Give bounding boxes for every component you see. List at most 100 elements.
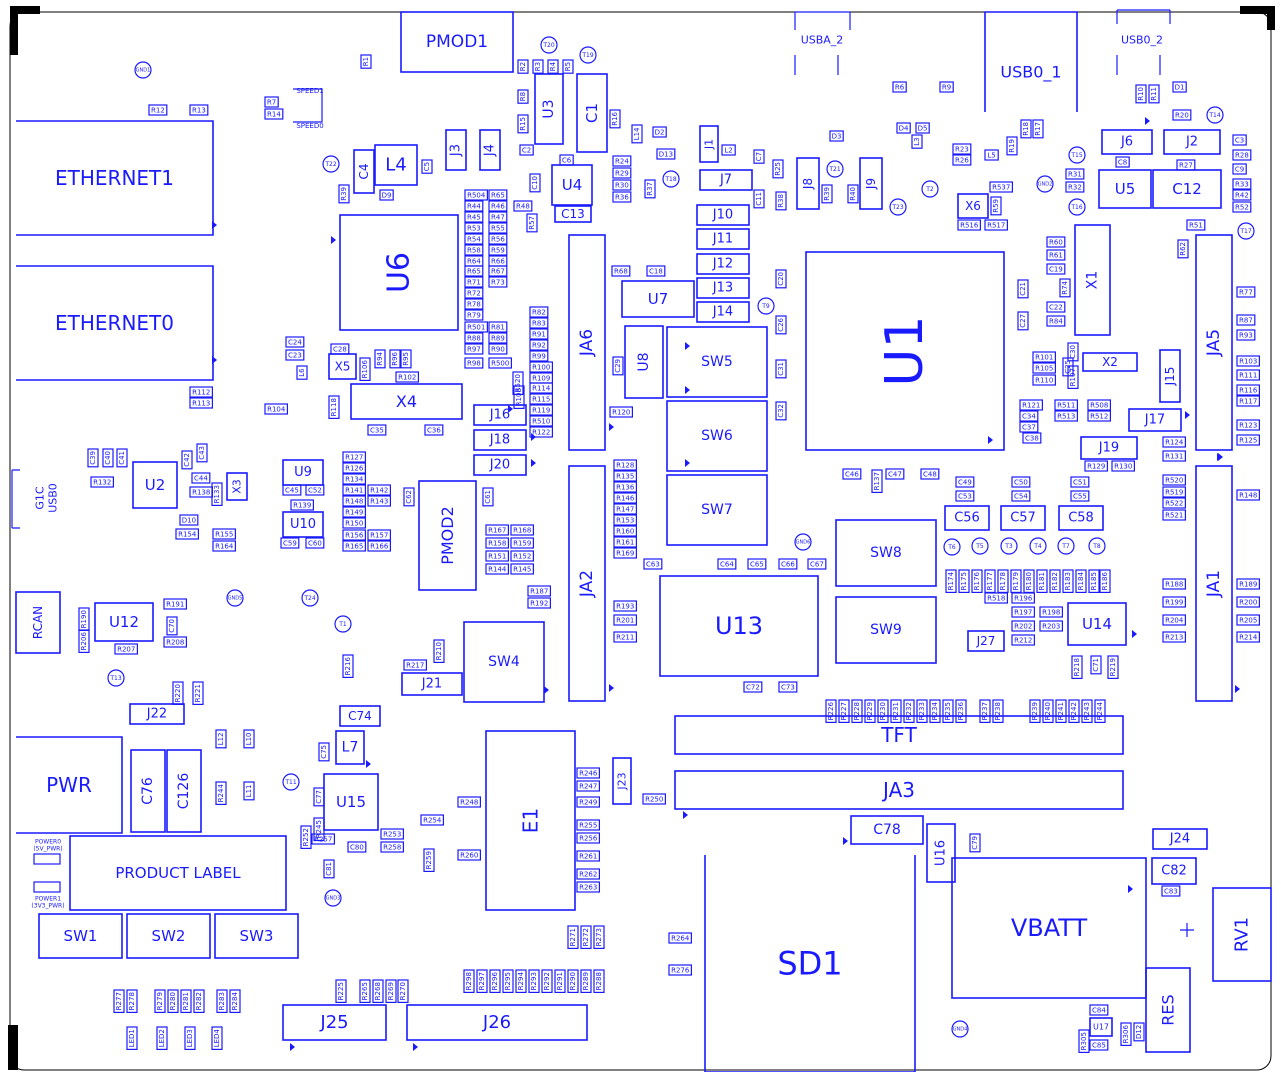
test-point-gnd3: GND3 — [324, 889, 342, 907]
passive-c54: C54 — [1011, 490, 1031, 502]
passive-r142: R142 — [367, 484, 391, 496]
passive-outline — [609, 109, 621, 129]
component-label: U16 — [934, 840, 949, 866]
component-label: J20 — [489, 458, 510, 473]
passive-r102: R102 — [395, 371, 419, 383]
passive-label: R520 — [514, 374, 522, 392]
passive-outline — [775, 401, 787, 421]
passive-label: C72 — [746, 684, 760, 692]
component-label: J1 — [703, 139, 716, 150]
test-point-label: T24 — [303, 595, 315, 602]
passive-label: R234 — [931, 702, 939, 721]
test-point-t5: T5 — [971, 537, 989, 555]
passive-c46: C46 — [842, 468, 862, 480]
passive-label: R148 — [1239, 492, 1257, 500]
passive-c24: C24 — [285, 336, 305, 348]
passive-d5: D5 — [915, 122, 930, 134]
passive-label: LED4 — [213, 1029, 221, 1048]
passive-r72: R72 — [464, 287, 484, 299]
passive-r297: R297 — [476, 969, 488, 993]
component-u3: U3 — [534, 73, 564, 145]
passive-r55: R55 — [488, 222, 508, 234]
test-point-label: T19 — [581, 52, 593, 59]
passive-label: R521 — [1165, 512, 1183, 520]
component-j2: J2 — [1163, 129, 1221, 155]
passive-outline — [464, 233, 484, 245]
passive-r516: R516 — [957, 219, 981, 231]
component-label: C76 — [140, 777, 156, 805]
passive-label: R65 — [467, 268, 481, 276]
passive-outline — [576, 868, 600, 880]
passive-outline — [529, 328, 549, 340]
passive-r265: R265 — [359, 979, 371, 1003]
passive-r133: R133 — [211, 482, 223, 506]
passive-r248: R248 — [457, 796, 481, 808]
passive-outline — [1036, 569, 1048, 593]
passive-outline — [78, 629, 90, 653]
component-label: J17 — [1144, 413, 1165, 428]
passive-label: R289 — [582, 972, 590, 990]
passive-outline — [1236, 369, 1260, 381]
passive-outline — [1019, 399, 1043, 411]
component-label: JA3 — [881, 778, 915, 802]
passive-outline — [1011, 606, 1035, 618]
passive-outline — [992, 699, 1004, 723]
passive-label: R28 — [1235, 152, 1249, 160]
passive-r59: R59 — [990, 196, 1002, 216]
passive-r145: R145 — [510, 563, 534, 575]
passive-r182: R182 — [1049, 569, 1061, 593]
passive-outline — [613, 631, 637, 643]
component-x3: X3 — [226, 472, 248, 501]
passive-label: C75 — [320, 745, 328, 759]
corner-mark-bottom-left — [8, 1025, 18, 1070]
passive-r191: R191 — [163, 598, 187, 610]
passive-c44: C44 — [191, 472, 211, 484]
passive-outline — [464, 343, 484, 355]
component-label: C58 — [1068, 511, 1094, 526]
component-outline — [1145, 967, 1191, 1053]
passive-outline — [488, 321, 508, 333]
passive-label: R150 — [345, 520, 363, 528]
passive-r211: R211 — [613, 631, 637, 643]
passive-outline — [957, 219, 981, 231]
test-point-ring — [1088, 537, 1106, 555]
component-label: TFT — [880, 723, 917, 747]
test-point-ring — [971, 537, 989, 555]
passive-r504: R504 — [464, 189, 488, 201]
passive-outline — [1011, 592, 1035, 604]
passive-label: R177 — [986, 572, 994, 590]
passive-r29: R29 — [612, 167, 632, 179]
passive-label: R87 — [1239, 317, 1253, 325]
passive-label: R231 — [892, 702, 900, 720]
component-outline — [166, 749, 202, 833]
component-outline — [926, 823, 956, 883]
component-j4: J4 — [479, 129, 501, 171]
passive-outline — [1232, 163, 1247, 175]
passive-r225: R225 — [335, 979, 347, 1003]
component-outline — [1089, 1017, 1113, 1037]
passive-r94: R94 — [374, 349, 386, 369]
passive-label: D2 — [655, 129, 665, 137]
passive-label: C41 — [118, 451, 126, 465]
component-outline — [696, 204, 750, 226]
pin1-marker — [1185, 411, 1190, 419]
passive-label: R156 — [345, 532, 364, 540]
passive-outline — [189, 386, 213, 398]
component-label: L4 — [385, 155, 406, 176]
passive-c40: C40 — [102, 448, 114, 468]
passive-outline — [609, 406, 633, 418]
passive-outline — [1062, 569, 1074, 593]
passive-outline — [512, 371, 524, 395]
passive-label: R25 — [774, 162, 782, 176]
passive-label: C24 — [288, 339, 302, 347]
passive-label: R59 — [491, 247, 505, 255]
component-j3: J3 — [445, 129, 467, 171]
component-label: U3 — [541, 99, 557, 118]
passive-outline — [864, 699, 876, 723]
passive-r284: R284 — [229, 989, 241, 1013]
component-outline — [967, 630, 1005, 652]
passive-outline — [631, 124, 643, 144]
passive-outline — [1232, 178, 1252, 190]
passive-outline — [488, 189, 508, 201]
passive-outline — [457, 849, 481, 861]
